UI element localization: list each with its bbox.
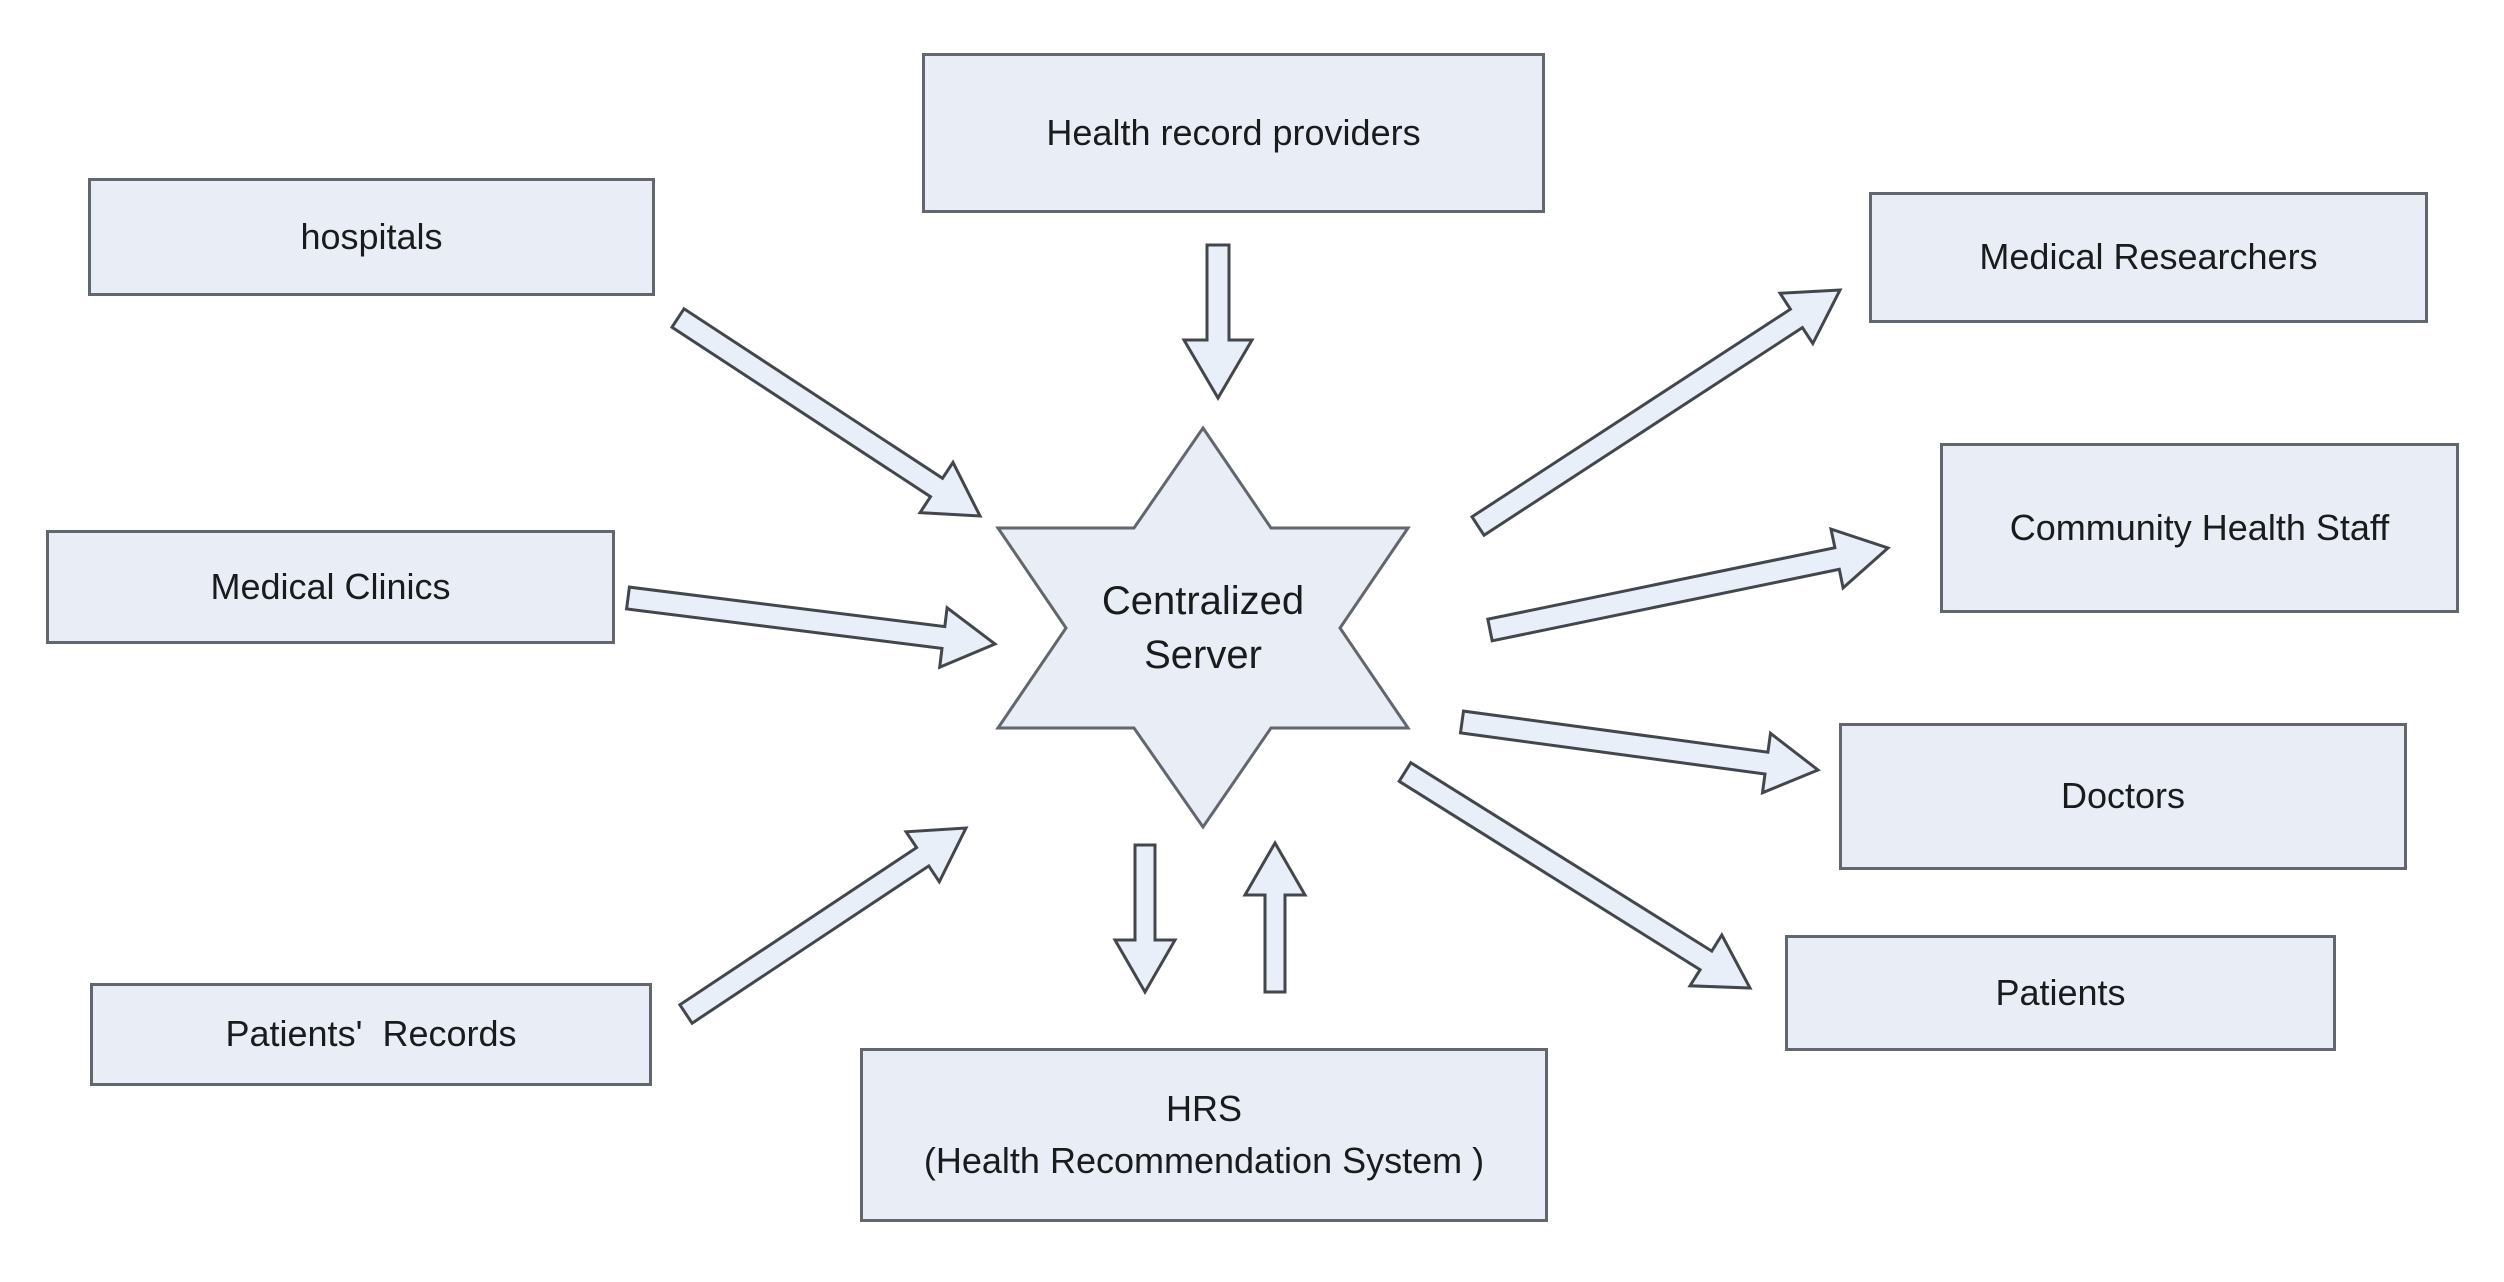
arrow-server-to-hrs <box>1112 843 1178 996</box>
arrow-patients-records-to-server <box>677 826 969 1026</box>
node-label: Medical Clinics <box>210 565 451 607</box>
node-community-health-staff: Community Health Staff <box>1940 443 2459 613</box>
arrow-health-record-providers-to-server <box>1181 243 1255 401</box>
arrow-server-to-community-health-staff <box>1486 526 1891 643</box>
centralized-server-line2: Server <box>1144 633 1262 677</box>
node-label: Medical Researchers <box>1979 236 2318 278</box>
arrow-server-to-patients <box>1397 760 1753 990</box>
node-hrs: HRS (Health Recommendation System ) <box>860 1048 1548 1222</box>
node-hospitals: hospitals <box>88 178 655 296</box>
node-label: Patients' Records <box>225 1013 517 1055</box>
node-patients: Patients <box>1785 935 2336 1051</box>
node-label: Patients <box>1995 971 2126 1013</box>
node-patients-records: Patients' Records <box>90 983 652 1086</box>
node-medical-researchers: Medical Researchers <box>1869 192 2428 323</box>
centralized-server-line1: Centralized <box>1101 579 1305 623</box>
node-label: Health record providers <box>1046 111 1421 153</box>
arrow-hrs-to-server <box>1242 839 1308 994</box>
arrow-hospitals-to-server <box>669 306 983 518</box>
node-medical-clinics: Medical Clinics <box>46 530 615 644</box>
node-label: Community Health Staff <box>2009 506 2390 548</box>
node-label: hospitals <box>300 215 443 257</box>
centralized-server-star <box>995 425 1411 830</box>
node-label: Doctors <box>2060 775 2186 817</box>
hrs-acronym: HRS <box>1165 1087 1242 1129</box>
arrow-server-to-medical-researchers <box>1469 288 1843 538</box>
node-health-record-providers: Health record providers <box>922 53 1545 213</box>
arrow-medical-clinics-to-server <box>624 585 998 670</box>
centralized-server-label: Centralized Server <box>1102 574 1304 682</box>
node-label: HRS (Health Recommendation System ) <box>924 1083 1484 1187</box>
arrow-server-to-doctors <box>1458 709 1821 796</box>
node-doctors: Doctors <box>1839 723 2407 870</box>
hrs-full-name: (Health Recommendation System ) <box>923 1140 1485 1181</box>
